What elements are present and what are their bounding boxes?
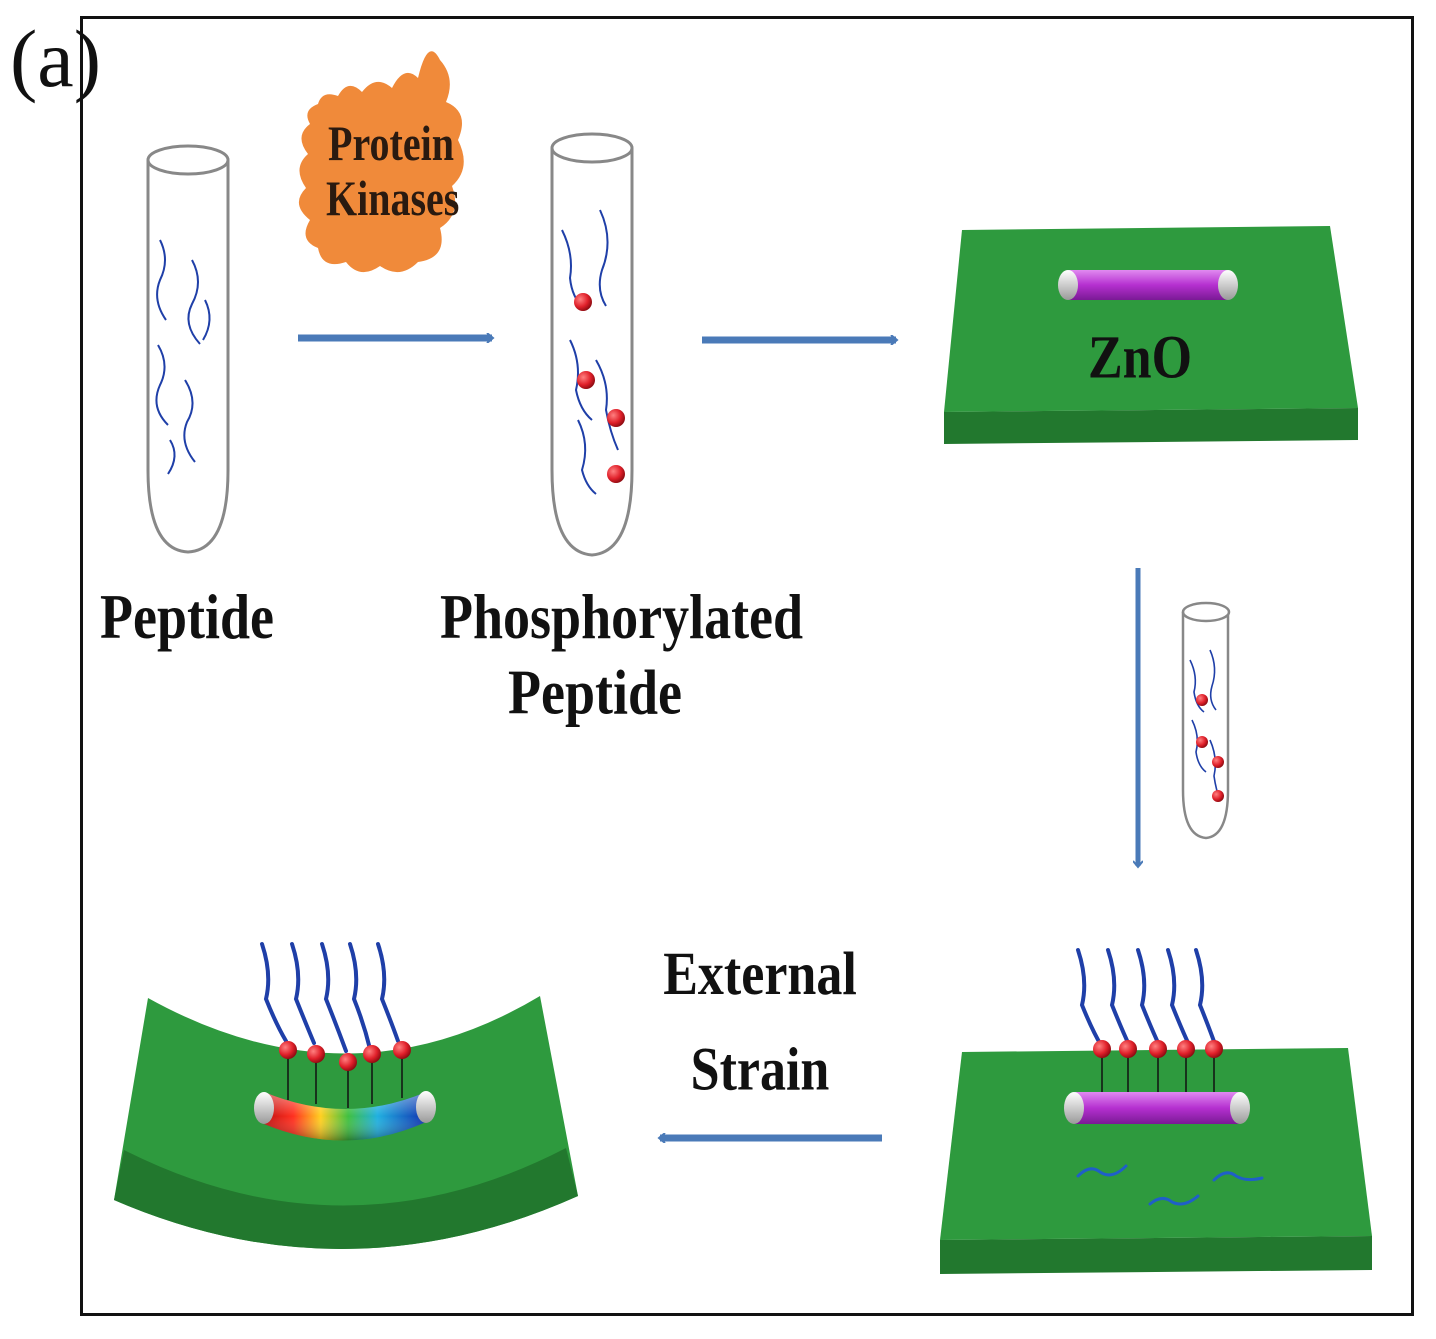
functionalized-substrate: [940, 948, 1372, 1274]
free-peptides: [1076, 1164, 1264, 1206]
phosphorylated-peptide-tube: [550, 132, 634, 557]
bent-substrate: [114, 942, 578, 1250]
phosphorylated-peptide-text: Peptide: [508, 656, 682, 728]
strain-text: Strain: [690, 1036, 830, 1104]
phosphorylated-text: Phosphorylated: [440, 581, 804, 652]
peptide-tube: [146, 144, 230, 554]
external-text: External: [663, 940, 857, 1009]
panel-label: (a): [10, 13, 102, 104]
functionalized-nanowire: [1064, 1092, 1250, 1124]
zno-label: ZnO: [1087, 324, 1193, 392]
protein-text: Protein: [328, 114, 454, 171]
small-phosphopeptide-tube: [1181, 601, 1231, 840]
strained-nanowire: [254, 1091, 436, 1141]
peptide-label: Peptide: [100, 581, 274, 652]
external-strain-label: External Strain: [660, 928, 860, 1118]
zno-substrate: [944, 226, 1358, 444]
protein-kinases-label: Protein Kinases: [326, 114, 460, 226]
phosphorylated-peptide-label: Phosphorylated Peptide: [440, 580, 804, 730]
kinases-text: Kinases: [326, 169, 460, 226]
phosphate-markers-tube: [574, 293, 625, 483]
zno-nanowire: [1058, 270, 1238, 300]
bent-bound-peptides: [260, 942, 411, 1108]
bound-peptides: [1076, 948, 1223, 1095]
protein-kinases-blob: [298, 51, 464, 273]
figure-frame: [80, 16, 1414, 1316]
